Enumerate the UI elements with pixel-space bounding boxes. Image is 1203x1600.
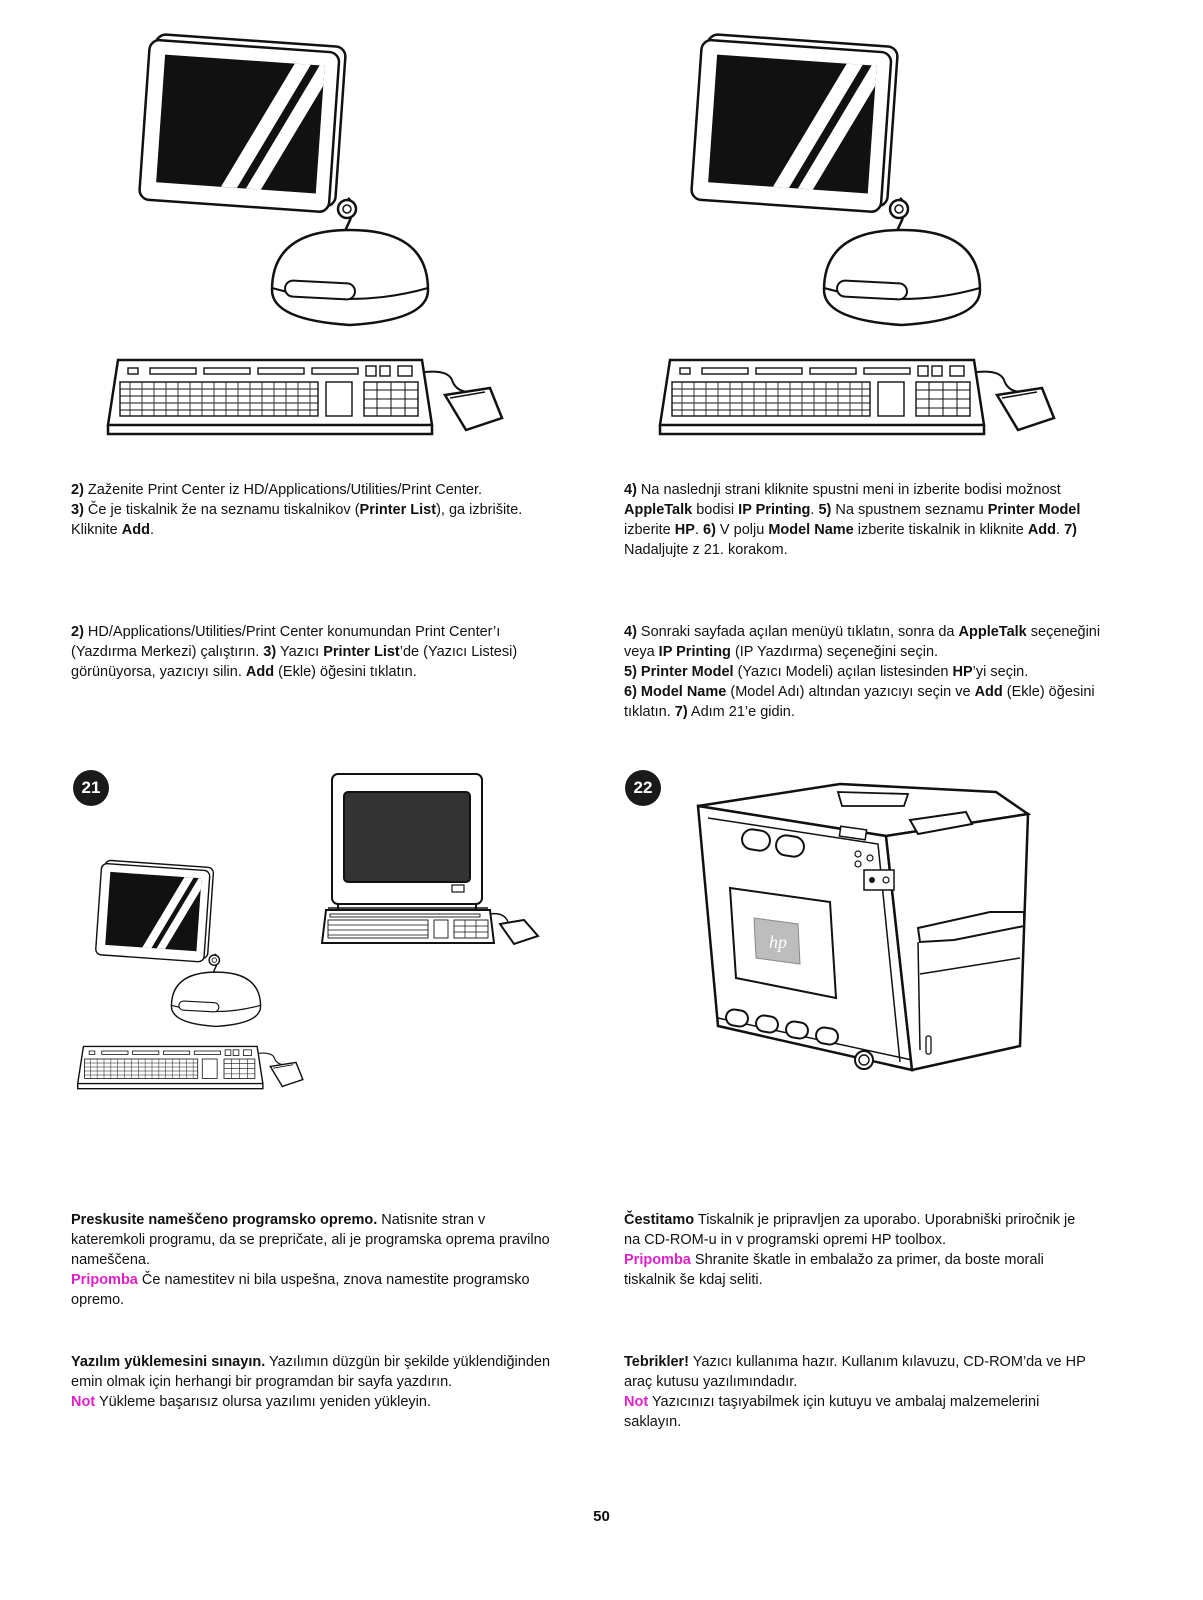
step22-heading-sl: Čestitamo [624,1212,695,1228]
step21-heading-sl: Preskusite nameščeno programsko opremo. [71,1212,378,1228]
page-number: 50 [593,1508,610,1525]
hp-logo: hp [769,932,787,952]
step22-heading-tr: Tebrikler! [624,1354,690,1370]
step-number-21: 21 [73,770,109,806]
note-label: Not [71,1394,96,1410]
note-label: Not [624,1394,649,1410]
imac-illustration-small [77,859,304,1090]
imac-illustration-right [658,32,1056,436]
step21-text-tr: Yazılım yüklemesini sınayın. Yazılımın d… [71,1354,551,1410]
instruction-mid-right: 4) Sonraki sayfada açılan menüyü tıklatı… [624,624,1101,720]
printer-illustration: hp [696,782,1032,1072]
step22-text-tr: Tebrikler! Yazıcı kullanıma hazır. Kulla… [624,1354,1086,1430]
step22-text-sl: Čestitamo Tiskalnik je pripravljen za up… [624,1212,1076,1288]
step21-text-sl: Preskusite nameščeno programsko opremo. … [71,1212,550,1308]
crt-computer-illustration [320,773,540,946]
instruction-mid-left: 2) HD/Applications/Utilities/Print Cente… [71,624,518,680]
imac-illustration-left [106,32,504,436]
note-label: Pripomba [624,1252,691,1268]
note-label: Pripomba [71,1272,138,1288]
instruction-top-left: 2) Zaženite Print Center iz HD/Applicati… [71,482,523,538]
step-number-22: 22 [625,770,661,806]
step21-heading-tr: Yazılım yüklemesini sınayın. [71,1354,266,1370]
instruction-top-right: 4) Na naslednji strani kliknite spustni … [624,482,1081,558]
